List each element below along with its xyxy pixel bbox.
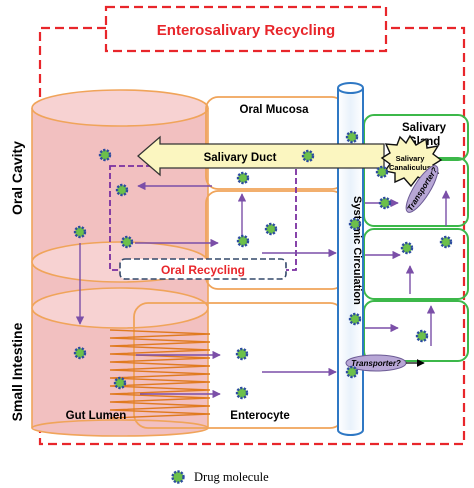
drug-molecule bbox=[301, 149, 315, 163]
title-text: Enterosalivary Recycling bbox=[157, 22, 335, 39]
drug-molecule bbox=[73, 225, 87, 239]
salivary-gland-label-line1: Salivary bbox=[402, 122, 447, 134]
legend: Drug molecule bbox=[171, 470, 269, 484]
salivary-duct-arrow bbox=[137, 135, 385, 177]
drug-molecule bbox=[98, 148, 112, 162]
title-box bbox=[104, 5, 388, 53]
drug-molecule bbox=[236, 234, 250, 248]
drug-molecule bbox=[235, 347, 249, 361]
gut-lumen-label: Gut Lumen bbox=[66, 410, 127, 422]
enterosalivary-frame bbox=[38, 26, 466, 446]
oral-recycling-label: Oral Recycling bbox=[161, 263, 245, 277]
drug-molecule bbox=[345, 130, 359, 144]
drug-molecule bbox=[439, 235, 453, 249]
drug-molecule bbox=[345, 365, 359, 379]
salivary-gland-box-3 bbox=[363, 228, 469, 300]
flow-arrows bbox=[75, 181, 451, 399]
salivary-duct-label: Salivary Duct bbox=[204, 152, 277, 164]
oral-cavity-label: Oral Cavity bbox=[9, 141, 25, 215]
legend-drug-molecule-icon bbox=[171, 470, 185, 484]
drug-molecule bbox=[415, 329, 429, 343]
drug-molecule bbox=[120, 235, 134, 249]
drug-molecule bbox=[375, 165, 389, 179]
drug-molecule bbox=[348, 312, 362, 326]
drug-molecule bbox=[73, 346, 87, 360]
drug-molecule bbox=[235, 386, 249, 400]
drug-molecule bbox=[236, 171, 250, 185]
drug-molecules bbox=[73, 130, 453, 400]
enterocyte-label: Enterocyte bbox=[230, 410, 289, 422]
drug-molecule bbox=[400, 241, 414, 255]
legend-drug-molecule-label: Drug molecule bbox=[194, 470, 269, 484]
transporter-lower-label: Transporter? bbox=[351, 359, 401, 368]
salivary-canaliculus-label-line1: Salivary bbox=[396, 154, 426, 163]
oral-mucosa-label: Oral Mucosa bbox=[239, 104, 309, 116]
systemic-circulation-label: Systemic Circulation bbox=[351, 196, 363, 305]
drug-molecule bbox=[264, 222, 278, 236]
drug-molecule bbox=[115, 183, 129, 197]
microvilli bbox=[109, 329, 211, 419]
small-intestine-label: Small Intestine bbox=[9, 322, 25, 421]
oral-recycling-box bbox=[119, 258, 287, 280]
salivary-canaliculus-label-line2: Canaliculus bbox=[389, 163, 431, 172]
drug-molecule bbox=[113, 376, 127, 390]
drug-molecule bbox=[378, 196, 392, 210]
salivary-gland-box-4 bbox=[363, 300, 469, 362]
drug-molecule bbox=[348, 217, 362, 231]
